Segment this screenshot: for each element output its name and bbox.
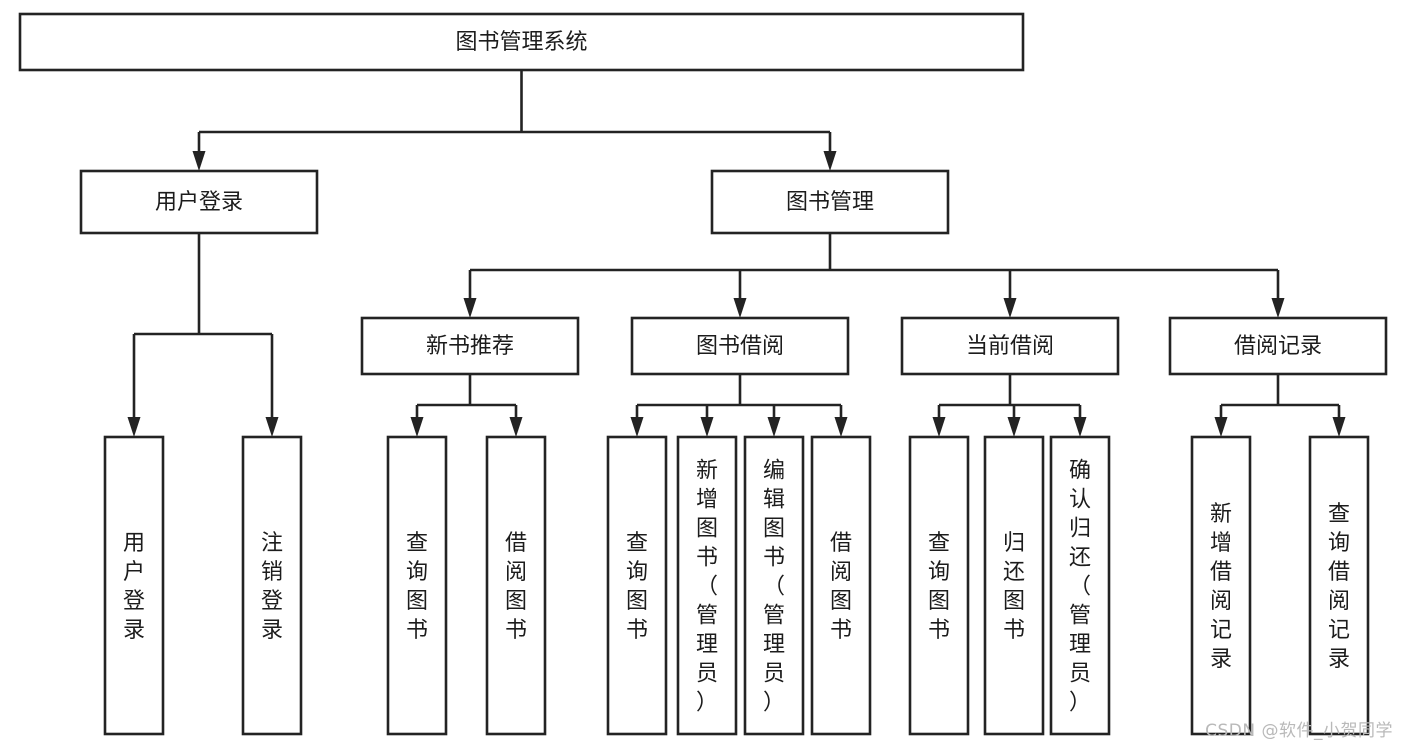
node-leaf-add-book[interactable]: 新增图书（管理员） xyxy=(676,435,738,736)
node-current-borrow[interactable]: 当前借阅 xyxy=(900,316,1120,376)
node-label-current-borrow: 当前借阅 xyxy=(966,334,1054,359)
node-leaf-user-login[interactable]: 用户登录 xyxy=(103,435,165,736)
arrow-head-icon xyxy=(834,417,848,437)
node-leaf-confirm-return[interactable]: 确认归还（管理员） xyxy=(1049,435,1111,736)
node-leaf-logout[interactable]: 注销登录 xyxy=(241,435,303,736)
node-box-leaf-user-login[interactable] xyxy=(103,435,165,736)
arrow-head-icon xyxy=(1073,417,1087,437)
node-leaf-query-record[interactable]: 查询借阅记录 xyxy=(1308,435,1370,736)
connector-group-borrow-to-leaves xyxy=(630,374,848,437)
connector-group-bookmgmt-to-level3 xyxy=(463,233,1285,318)
node-box-root[interactable] xyxy=(18,12,1025,72)
node-leaf-add-record[interactable]: 新增借阅记录 xyxy=(1190,435,1252,736)
node-box-leaf-edit-book[interactable] xyxy=(743,435,805,736)
arrow-head-icon xyxy=(463,298,477,318)
node-leaf-borrow-book-2[interactable]: 借阅图书 xyxy=(810,435,872,736)
arrow-head-icon xyxy=(1003,298,1017,318)
node-box-leaf-add-book[interactable] xyxy=(676,435,738,736)
node-label-borrow-record: 借阅记录 xyxy=(1234,334,1322,359)
node-leaf-return-book[interactable]: 归还图书 xyxy=(983,435,1045,736)
arrow-head-icon xyxy=(410,417,424,437)
node-label-leaf-query-book-2: 查询图书 xyxy=(626,531,648,643)
node-label-leaf-borrow-book-2: 借阅图书 xyxy=(830,531,852,643)
node-user-login[interactable]: 用户登录 xyxy=(79,169,319,235)
node-label-leaf-query-record: 查询借阅记录 xyxy=(1328,502,1350,672)
node-leaf-query-book-2[interactable]: 查询图书 xyxy=(606,435,668,736)
node-label-leaf-logout: 注销登录 xyxy=(261,531,283,643)
arrow-head-icon xyxy=(700,417,714,437)
node-label-leaf-borrow-book-1: 借阅图书 xyxy=(505,531,527,643)
node-box-leaf-query-book-2[interactable] xyxy=(606,435,668,736)
node-box-leaf-logout[interactable] xyxy=(241,435,303,736)
arrow-head-icon xyxy=(767,417,781,437)
node-box-book-management[interactable] xyxy=(710,169,950,235)
node-box-current-borrow[interactable] xyxy=(900,316,1120,376)
arrow-head-icon xyxy=(1332,417,1346,437)
node-box-user-login[interactable] xyxy=(79,169,319,235)
arrow-head-icon xyxy=(630,417,644,437)
node-box-new-book-recommend[interactable] xyxy=(360,316,580,376)
node-label-leaf-add-book: 新增图书（管理员） xyxy=(696,459,718,716)
node-label-book-management: 图书管理 xyxy=(786,190,874,215)
node-book-management[interactable]: 图书管理 xyxy=(710,169,950,235)
node-box-leaf-add-record[interactable] xyxy=(1190,435,1252,736)
arrow-head-icon xyxy=(932,417,946,437)
node-box-borrow-record[interactable] xyxy=(1168,316,1388,376)
node-box-leaf-borrow-book-1[interactable] xyxy=(485,435,547,736)
node-new-book-recommend[interactable]: 新书推荐 xyxy=(360,316,580,376)
node-book-borrow[interactable]: 图书借阅 xyxy=(630,316,850,376)
node-box-leaf-borrow-book-2[interactable] xyxy=(810,435,872,736)
node-box-leaf-confirm-return[interactable] xyxy=(1049,435,1111,736)
node-label-leaf-user-login: 用户登录 xyxy=(123,531,145,643)
arrow-head-icon xyxy=(733,298,747,318)
connector-group-userlogin-to-leaves xyxy=(127,233,279,437)
connector-group-recommend-to-leaves xyxy=(410,374,523,437)
connector-group-current-to-leaves xyxy=(932,374,1087,437)
node-box-leaf-query-book-3[interactable] xyxy=(908,435,970,736)
node-layer: 图书管理系统用户登录图书管理新书推荐图书借阅当前借阅借阅记录用户登录注销登录查询… xyxy=(18,12,1388,736)
node-leaf-borrow-book-1[interactable]: 借阅图书 xyxy=(485,435,547,736)
node-box-leaf-query-book-1[interactable] xyxy=(386,435,448,736)
node-label-leaf-add-record: 新增借阅记录 xyxy=(1210,502,1232,672)
node-leaf-query-book-1[interactable]: 查询图书 xyxy=(386,435,448,736)
node-label-book-borrow: 图书借阅 xyxy=(696,334,784,359)
node-label-leaf-query-book-1: 查询图书 xyxy=(406,531,428,643)
node-label-new-book-recommend: 新书推荐 xyxy=(426,334,514,359)
arrow-head-icon xyxy=(1271,298,1285,318)
node-label-leaf-query-book-3: 查询图书 xyxy=(928,531,950,643)
connector-group-root-to-level2 xyxy=(192,70,837,171)
arrow-head-icon xyxy=(509,417,523,437)
node-borrow-record[interactable]: 借阅记录 xyxy=(1168,316,1388,376)
node-leaf-query-book-3[interactable]: 查询图书 xyxy=(908,435,970,736)
arrow-head-icon xyxy=(265,417,279,437)
node-box-leaf-query-record[interactable] xyxy=(1308,435,1370,736)
node-label-leaf-confirm-return: 确认归还（管理员） xyxy=(1069,459,1091,716)
arrow-head-icon xyxy=(192,151,206,171)
node-label-root: 图书管理系统 xyxy=(455,30,587,55)
arrow-head-icon xyxy=(1007,417,1021,437)
arrow-head-icon xyxy=(823,151,837,171)
node-root[interactable]: 图书管理系统 xyxy=(18,12,1025,72)
node-label-user-login: 用户登录 xyxy=(155,190,243,215)
arrow-head-icon xyxy=(127,417,141,437)
node-leaf-edit-book[interactable]: 编辑图书（管理员） xyxy=(743,435,805,736)
arrow-head-icon xyxy=(1214,417,1228,437)
connector-group-record-to-leaves xyxy=(1214,374,1346,437)
connector-layer xyxy=(127,70,1346,437)
node-label-leaf-edit-book: 编辑图书（管理员） xyxy=(763,459,785,716)
node-box-leaf-return-book[interactable] xyxy=(983,435,1045,736)
node-box-book-borrow[interactable] xyxy=(630,316,850,376)
node-label-leaf-return-book: 归还图书 xyxy=(1003,531,1025,643)
